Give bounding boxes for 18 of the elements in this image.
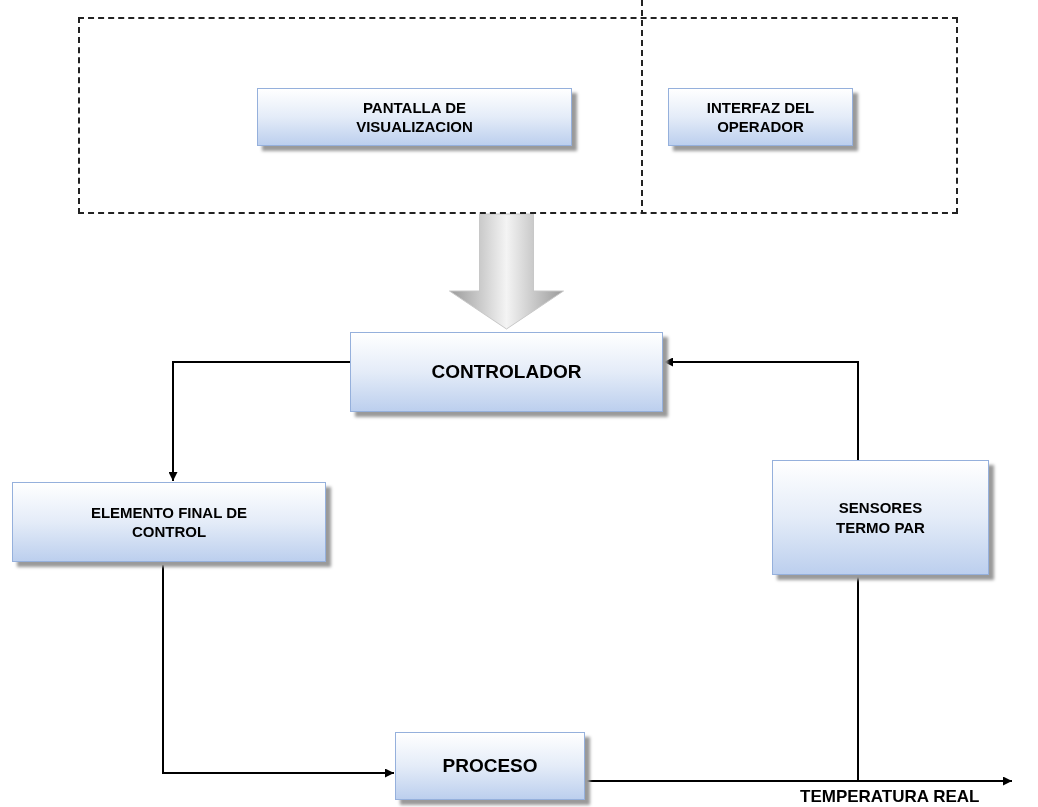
process-box <box>12 482 326 562</box>
block-arrow <box>449 213 564 330</box>
box-label: ELEMENTO FINAL DE CONTROL <box>89 502 249 542</box>
process-box <box>395 732 585 800</box>
box-label: PROCESO <box>442 753 538 778</box>
box-label: INTERFAZ DEL OPERADOR <box>705 97 816 137</box>
box-label: CONTROLADOR <box>431 359 582 384</box>
process-box <box>257 88 572 146</box>
dashed-group-frame <box>78 17 958 214</box>
arrow <box>663 357 859 461</box>
box-label: PANTALLA DE VISUALIZACION <box>355 97 474 137</box>
arrow <box>162 564 395 778</box>
process-box <box>350 332 663 412</box>
box-label: SENSORES TERMO PAR <box>835 498 926 537</box>
arrow <box>168 361 351 482</box>
process-box <box>668 88 853 146</box>
output-label: TEMPERATURA REAL <box>800 787 980 807</box>
process-box <box>772 460 989 575</box>
